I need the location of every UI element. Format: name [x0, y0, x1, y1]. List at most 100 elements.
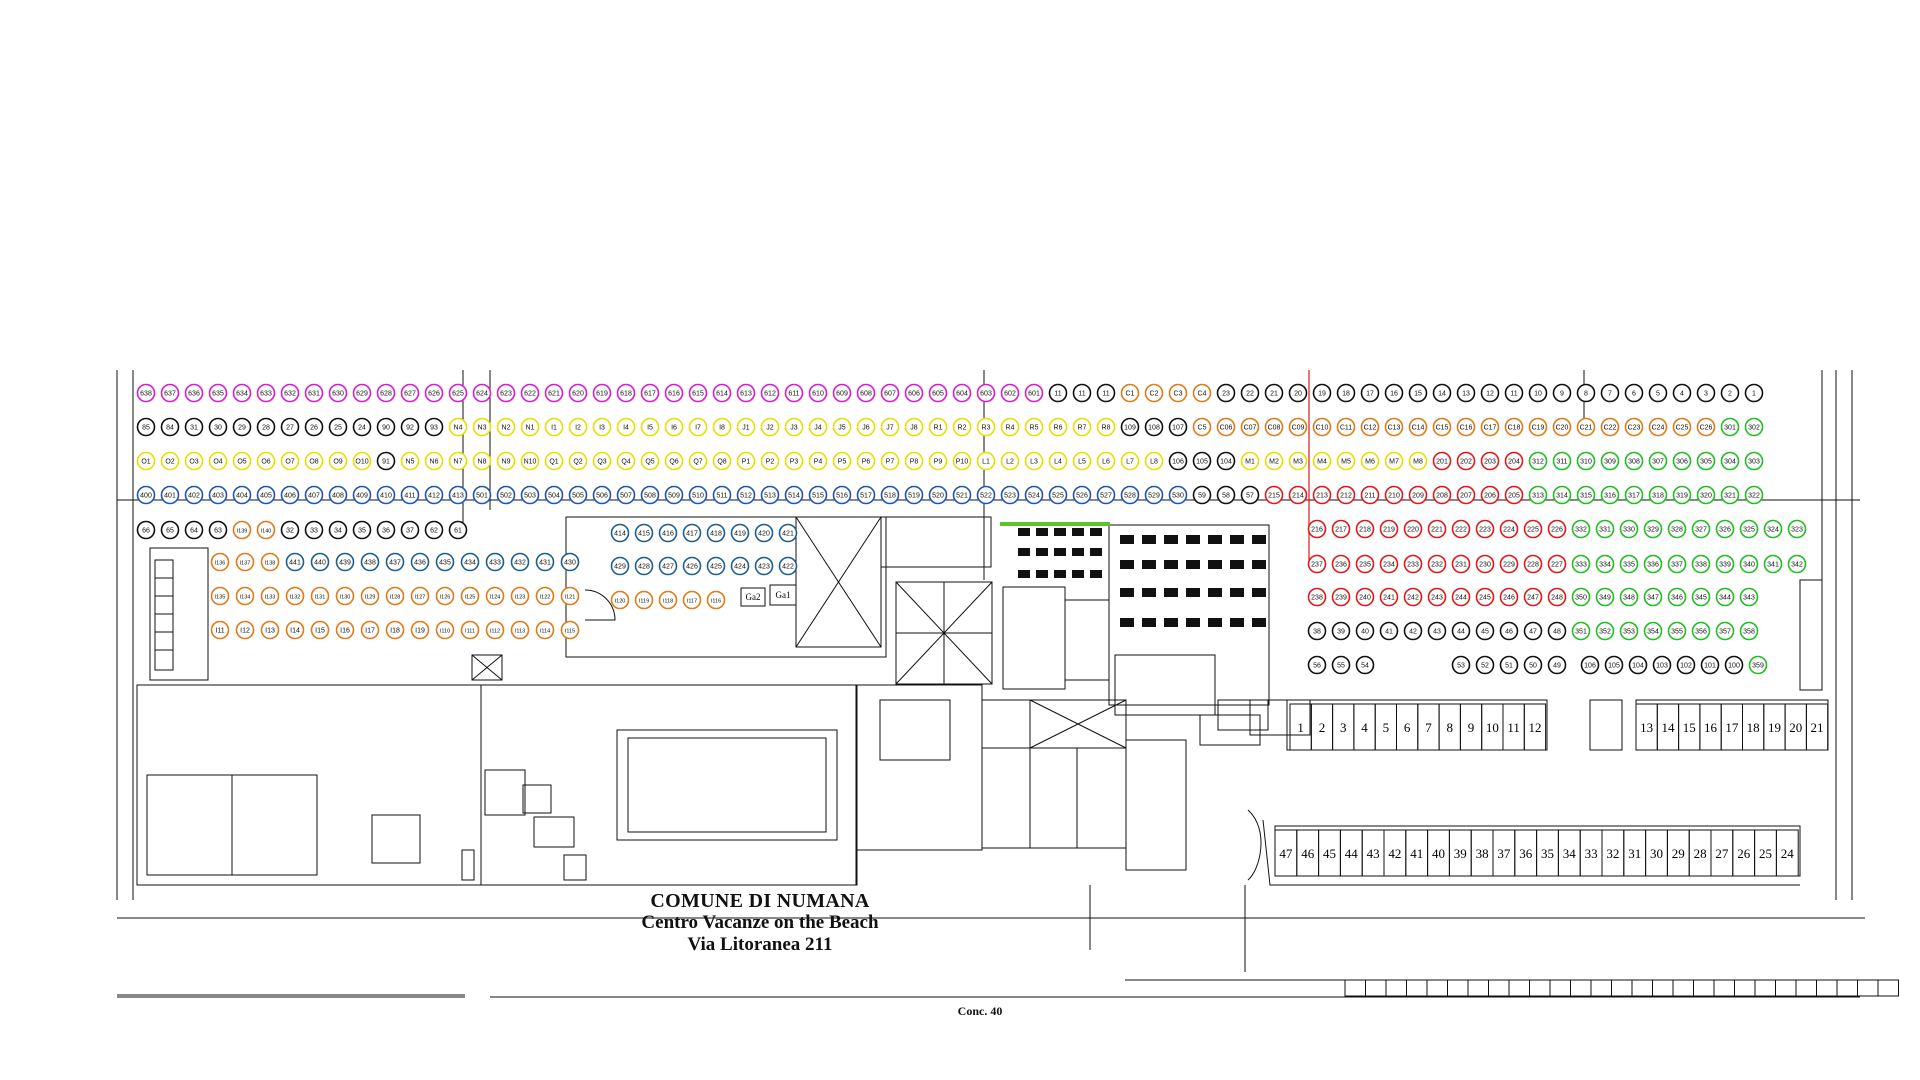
- pitch-11[interactable]: 11: [1048, 383, 1068, 403]
- pitch-circle[interactable]: [712, 383, 732, 403]
- pitch-circle[interactable]: [1552, 383, 1572, 403]
- pitch-602[interactable]: 602: [1000, 383, 1020, 403]
- pitch-circle[interactable]: [435, 586, 455, 606]
- pitch-M1[interactable]: M1: [1240, 451, 1260, 471]
- pitch-circle[interactable]: [1384, 451, 1404, 471]
- pitch-C09[interactable]: C09: [1288, 417, 1308, 437]
- pitch-circle[interactable]: [1288, 451, 1308, 471]
- pitch-358[interactable]: 358: [1739, 621, 1759, 641]
- pitch-510[interactable]: 510: [688, 485, 708, 505]
- pitch-circle[interactable]: [682, 523, 702, 543]
- pitch-circle[interactable]: [1120, 417, 1140, 437]
- pitch-33[interactable]: 33: [304, 520, 324, 540]
- pitch-505[interactable]: 505: [568, 485, 588, 505]
- pitch-circle[interactable]: [260, 620, 280, 640]
- pitch-circle[interactable]: [1547, 554, 1567, 574]
- pitch-circle[interactable]: [1624, 451, 1644, 471]
- pitch-circle[interactable]: [904, 417, 924, 437]
- pitch-C14[interactable]: C14: [1408, 417, 1428, 437]
- pitch-43[interactable]: 43: [1427, 621, 1447, 641]
- pitch-circle[interactable]: [1312, 485, 1332, 505]
- pitch-circle[interactable]: [520, 451, 540, 471]
- pitch-612[interactable]: 612: [760, 383, 780, 403]
- pitch-513[interactable]: 513: [760, 485, 780, 505]
- pitch-circle[interactable]: [400, 417, 420, 437]
- pitch-circle[interactable]: [210, 620, 230, 640]
- pitch-circle[interactable]: [664, 417, 684, 437]
- pitch-circle[interactable]: [1744, 383, 1764, 403]
- pitch-J6[interactable]: J6: [856, 417, 876, 437]
- pitch-circle[interactable]: [1744, 451, 1764, 471]
- pitch-circle[interactable]: [1403, 621, 1423, 641]
- pitch-circle[interactable]: [544, 485, 564, 505]
- pitch-circle[interactable]: [1120, 451, 1140, 471]
- pitch-circle[interactable]: [808, 451, 828, 471]
- pitch-circle[interactable]: [976, 383, 996, 403]
- pitch-circle[interactable]: [1547, 587, 1567, 607]
- pitch-104[interactable]: 104: [1216, 451, 1236, 471]
- pitch-P1[interactable]: P1: [736, 451, 756, 471]
- pitch-423[interactable]: 423: [754, 556, 774, 576]
- pitch-I127[interactable]: I127: [410, 586, 430, 606]
- pitch-circle[interactable]: [760, 383, 780, 403]
- pitch-I18[interactable]: I18: [385, 620, 405, 640]
- pitch-C18[interactable]: C18: [1504, 417, 1524, 437]
- pitch-64[interactable]: 64: [184, 520, 204, 540]
- pitch-355[interactable]: 355: [1667, 621, 1687, 641]
- pitch-circle[interactable]: [688, 417, 708, 437]
- pitch-circle[interactable]: [1739, 621, 1759, 641]
- pitch-601[interactable]: 601: [1024, 383, 1044, 403]
- pitch-413[interactable]: 413: [448, 485, 468, 505]
- pitch-circle[interactable]: [376, 451, 396, 471]
- pitch-circle[interactable]: [448, 417, 468, 437]
- pitch-circle[interactable]: [808, 417, 828, 437]
- pitch-58[interactable]: 58: [1216, 485, 1236, 505]
- pitch-circle[interactable]: [1336, 417, 1356, 437]
- pitch-circle[interactable]: [808, 485, 828, 505]
- pitch-226[interactable]: 226: [1547, 519, 1567, 539]
- pitch-circle[interactable]: [952, 451, 972, 471]
- pitch-618[interactable]: 618: [616, 383, 636, 403]
- pitch-circle[interactable]: [952, 383, 972, 403]
- pitch-circle[interactable]: [1024, 383, 1044, 403]
- pitch-I136[interactable]: I136: [210, 552, 230, 572]
- pitch-circle[interactable]: [1672, 485, 1692, 505]
- pitch-circle[interactable]: [1144, 417, 1164, 437]
- pitch-425[interactable]: 425: [706, 556, 726, 576]
- pitch-I134[interactable]: I134: [235, 586, 255, 606]
- pitch-C08[interactable]: C08: [1264, 417, 1284, 437]
- pitch-328[interactable]: 328: [1667, 519, 1687, 539]
- pitch-I116[interactable]: I116: [706, 590, 726, 610]
- pitch-R4[interactable]: R4: [1000, 417, 1020, 437]
- pitch-circle[interactable]: [285, 586, 305, 606]
- pitch-circle[interactable]: [510, 586, 530, 606]
- pitch-circle[interactable]: [210, 552, 230, 572]
- pitch-46[interactable]: 46: [1499, 621, 1519, 641]
- pitch-335[interactable]: 335: [1619, 554, 1639, 574]
- pitch-103[interactable]: 103: [1652, 655, 1672, 675]
- pitch-416[interactable]: 416: [658, 523, 678, 543]
- pitch-circle[interactable]: [1168, 383, 1188, 403]
- pitch-524[interactable]: 524: [1024, 485, 1044, 505]
- pitch-90[interactable]: 90: [376, 417, 396, 437]
- pitch-circle[interactable]: [1528, 451, 1548, 471]
- pitch-circle[interactable]: [1192, 485, 1212, 505]
- pitch-I126[interactable]: I126: [435, 586, 455, 606]
- pitch-104[interactable]: 104: [1628, 655, 1648, 675]
- pitch-circle[interactable]: [1355, 621, 1375, 641]
- pitch-208[interactable]: 208: [1432, 485, 1452, 505]
- pitch-circle[interactable]: [568, 383, 588, 403]
- pitch-circle[interactable]: [1691, 587, 1711, 607]
- pitch-I125[interactable]: I125: [460, 586, 480, 606]
- pitch-17[interactable]: 17: [1360, 383, 1380, 403]
- pitch-circle[interactable]: [460, 586, 480, 606]
- pitch-I14[interactable]: I14: [285, 620, 305, 640]
- pitch-506[interactable]: 506: [592, 485, 612, 505]
- pitch-248[interactable]: 248: [1547, 587, 1567, 607]
- pitch-circle[interactable]: [1499, 655, 1519, 675]
- pitch-circle[interactable]: [1619, 519, 1639, 539]
- pitch-circle[interactable]: [360, 552, 380, 572]
- pitch-circle[interactable]: [1580, 655, 1600, 675]
- pitch-415[interactable]: 415: [634, 523, 654, 543]
- pitch-66[interactable]: 66: [136, 520, 156, 540]
